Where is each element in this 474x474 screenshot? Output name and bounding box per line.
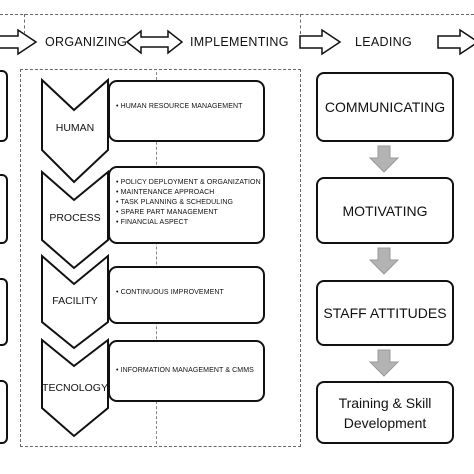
list-item: CONTINUOUS IMPROVEMENT bbox=[116, 288, 224, 298]
double-arrow-icon bbox=[125, 29, 184, 55]
list-item: SPARE PART MANAGEMENT bbox=[116, 208, 261, 218]
category-human: HUMAN bbox=[55, 122, 95, 134]
phase-arrows bbox=[0, 28, 474, 56]
process-items-list: POLICY DEPLOYMENT & ORGANIZATION MAINTEN… bbox=[116, 178, 261, 228]
organizing-box-cropped bbox=[0, 380, 8, 444]
list-item: INFORMATION MANAGEMENT & CMMS bbox=[116, 366, 254, 376]
list-item: FINANCIAL ASPECT bbox=[116, 218, 261, 228]
right-arrow-icon bbox=[437, 28, 474, 56]
phase-leading: LEADING bbox=[355, 35, 412, 49]
down-arrow-icon bbox=[368, 349, 400, 377]
down-arrow-icon bbox=[368, 247, 400, 275]
process-chevron bbox=[41, 169, 109, 270]
facility-chevron bbox=[41, 253, 109, 350]
phase-implementing: IMPLEMENTING bbox=[190, 35, 289, 49]
organizing-box-cropped bbox=[0, 174, 8, 244]
human-items-box: HUMAN RESOURCE MANAGEMENT bbox=[108, 80, 265, 142]
category-tecnology: TECNOLOGY bbox=[42, 382, 108, 394]
leading-step-label: STAFF ATTITUDES bbox=[323, 305, 447, 321]
list-item: MAINTENANCE APPROACH bbox=[116, 188, 261, 198]
organizing-box-cropped bbox=[0, 278, 8, 346]
list-item: TASK PLANNING & SCHEDULING bbox=[116, 198, 261, 208]
tecnology-chevron bbox=[41, 337, 109, 438]
facility-items-box: CONTINUOUS IMPROVEMENT bbox=[108, 266, 265, 324]
leading-step-training: Training & Skill Development bbox=[316, 381, 454, 444]
header-divider bbox=[300, 14, 301, 34]
category-process: PROCESS bbox=[49, 212, 101, 224]
leading-step-communicating: COMMUNICATING bbox=[316, 72, 454, 142]
header-dashed-border bbox=[0, 14, 474, 15]
header-divider bbox=[24, 14, 25, 34]
implementing-divider bbox=[156, 72, 157, 444]
category-facility: FACILITY bbox=[52, 295, 98, 307]
tecnology-items-box: INFORMATION MANAGEMENT & CMMS bbox=[108, 340, 265, 402]
facility-items-list: CONTINUOUS IMPROVEMENT bbox=[116, 288, 224, 298]
leading-step-label: Training & Skill Development bbox=[338, 394, 432, 431]
list-item: HUMAN RESOURCE MANAGEMENT bbox=[116, 102, 243, 112]
list-item: POLICY DEPLOYMENT & ORGANIZATION bbox=[116, 178, 261, 188]
organizing-box-cropped bbox=[0, 70, 8, 142]
right-arrow-icon bbox=[299, 28, 342, 56]
right-arrow-icon bbox=[0, 28, 38, 56]
leading-step-staff-attitudes: STAFF ATTITUDES bbox=[316, 280, 454, 346]
tecnology-items-list: INFORMATION MANAGEMENT & CMMS bbox=[116, 366, 254, 376]
leading-step-label: MOTIVATING bbox=[342, 202, 428, 219]
leading-step-motivating: MOTIVATING bbox=[316, 177, 454, 244]
leading-step-label: COMMUNICATING bbox=[324, 99, 446, 115]
down-arrow-icon bbox=[368, 145, 400, 173]
implementing-panel bbox=[20, 69, 301, 447]
phase-organizing: ORGANIZING bbox=[45, 35, 128, 49]
human-items-list: HUMAN RESOURCE MANAGEMENT bbox=[116, 102, 243, 112]
process-items-box: POLICY DEPLOYMENT & ORGANIZATION MAINTEN… bbox=[108, 166, 265, 244]
human-chevron bbox=[41, 77, 109, 184]
